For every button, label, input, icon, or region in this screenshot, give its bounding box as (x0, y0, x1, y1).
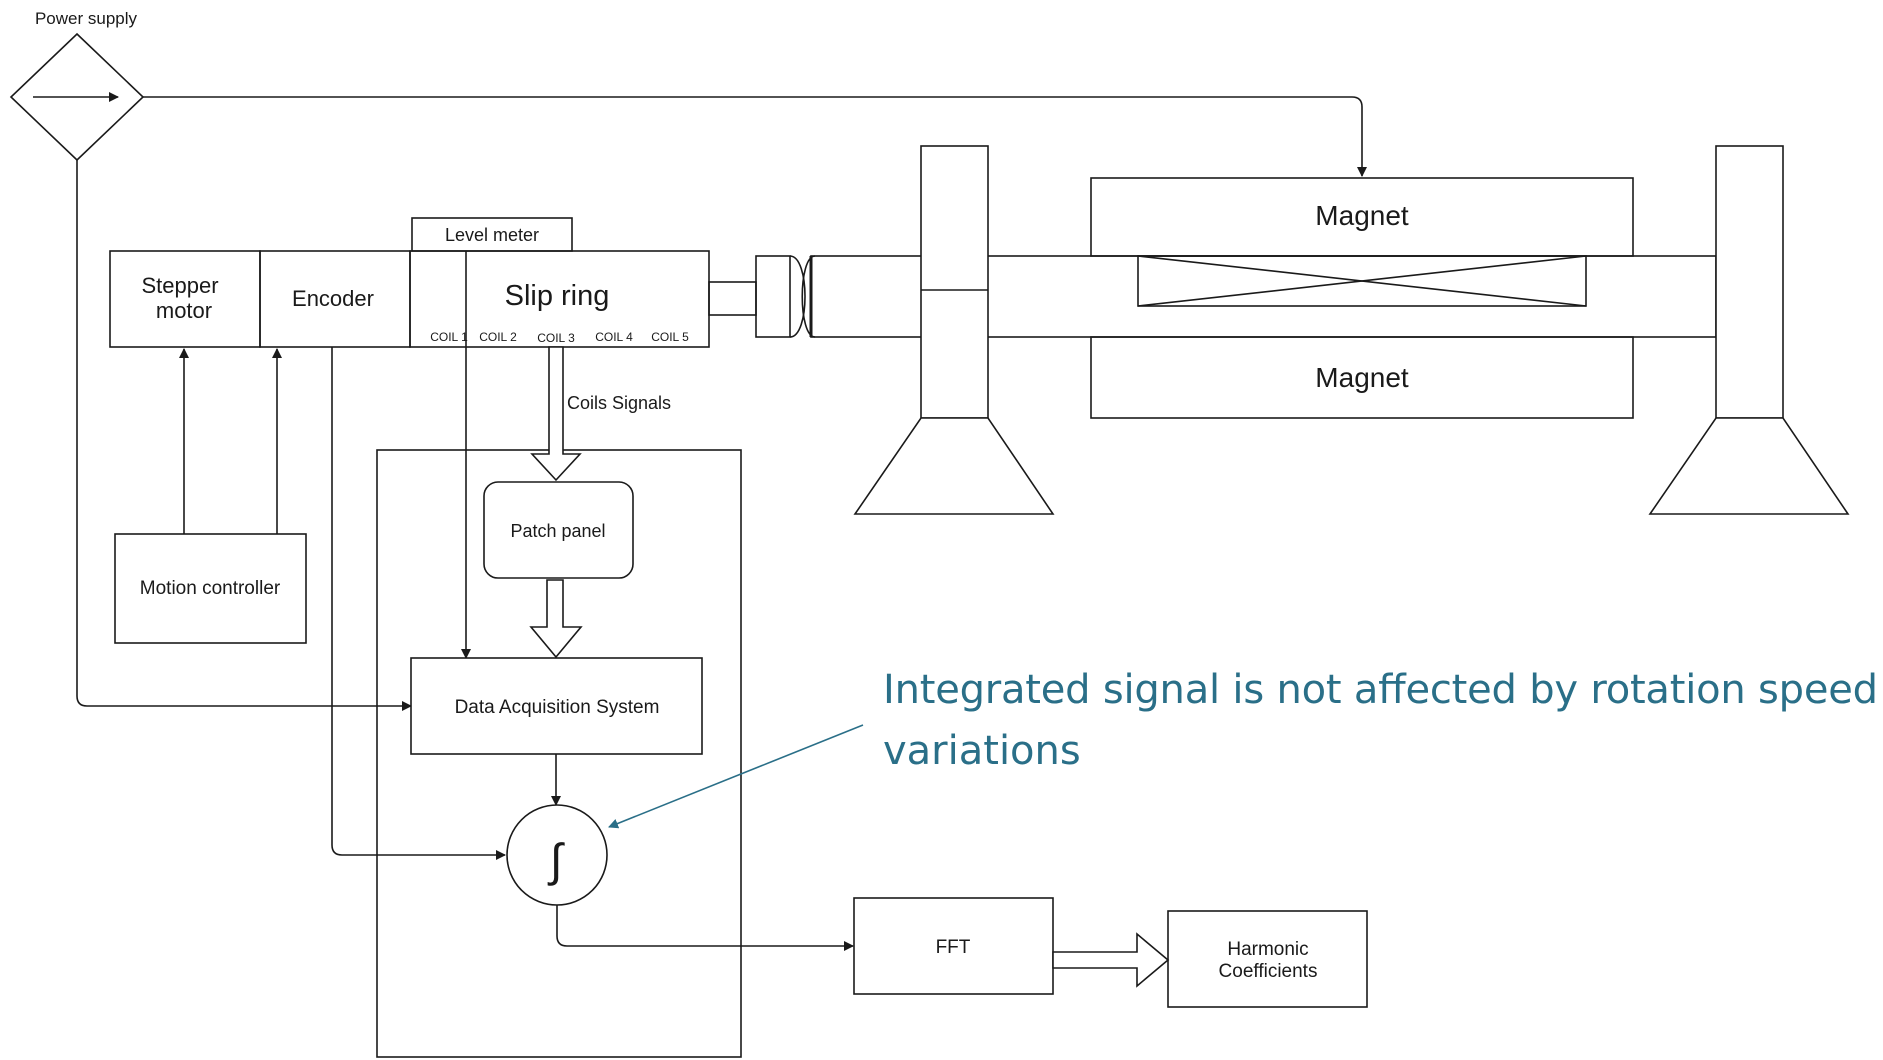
fft-to-harmonics-arrow (1052, 932, 1170, 988)
shaft-connector (708, 281, 757, 316)
level-meter-box (411, 217, 573, 252)
right-support-post (1715, 145, 1784, 419)
coupling-curve (789, 255, 806, 338)
motion-controller-box (114, 533, 307, 644)
encoder-to-integrator-connector (331, 347, 506, 860)
magnet-top-label: Magnet (1315, 200, 1409, 231)
power-to-daq-connector (76, 160, 412, 711)
coil-3-label: COIL 3 (537, 331, 575, 345)
left-support-base (853, 417, 1055, 515)
coupling-curve-inner (801, 255, 816, 338)
left-support-post (920, 145, 989, 419)
motion-controller-label: Motion controller (140, 578, 281, 599)
annotation-line-2: variations (883, 728, 1081, 774)
coil-1-label: COIL 1 (430, 330, 468, 344)
power-supply-label: Power supply (35, 9, 138, 28)
harmonic-label-2: Coefficients (1219, 961, 1318, 982)
fft-label: FFT (936, 937, 971, 958)
slip-ring-label: Slip ring (505, 280, 610, 312)
magnet-bottom-label: Magnet (1315, 362, 1409, 393)
patch-to-daq-arrow (529, 579, 583, 659)
coupling (755, 255, 791, 338)
fft-box (853, 897, 1054, 995)
patch-panel-box (483, 481, 634, 579)
harmonic-label-1: Harmonic (1227, 939, 1308, 960)
coil-5-label: COIL 5 (651, 330, 689, 344)
coil-2-label: COIL 2 (479, 330, 517, 344)
rotating-coil (1137, 255, 1587, 307)
stepper-motor-label-2: motor (156, 298, 212, 323)
magnet-bottom (1090, 336, 1634, 419)
coils-signals-arrow (530, 346, 582, 482)
power-supply (9, 32, 145, 162)
level-meter-label: Level meter (445, 225, 539, 245)
coil-4-label: COIL 4 (595, 330, 633, 344)
encoder-label: Encoder (292, 286, 374, 311)
power-to-magnet-connector (143, 96, 1367, 177)
daq-box (410, 657, 703, 755)
integrator-to-fft-connector (556, 905, 854, 951)
stepper-motor-label-1: Stepper (141, 273, 218, 298)
daq-label: Data Acquisition System (455, 697, 660, 718)
annotation-line-1: Integrated signal is not affected by rot… (883, 667, 1878, 713)
patch-panel-label: Patch panel (510, 521, 605, 541)
harmonic-coefficients-box (1167, 910, 1368, 1008)
coils-signals-label: Coils Signals (567, 393, 671, 413)
annotation-pointer (608, 724, 864, 829)
right-support-base (1648, 417, 1850, 515)
integrator-symbol: ∫ (547, 834, 565, 886)
